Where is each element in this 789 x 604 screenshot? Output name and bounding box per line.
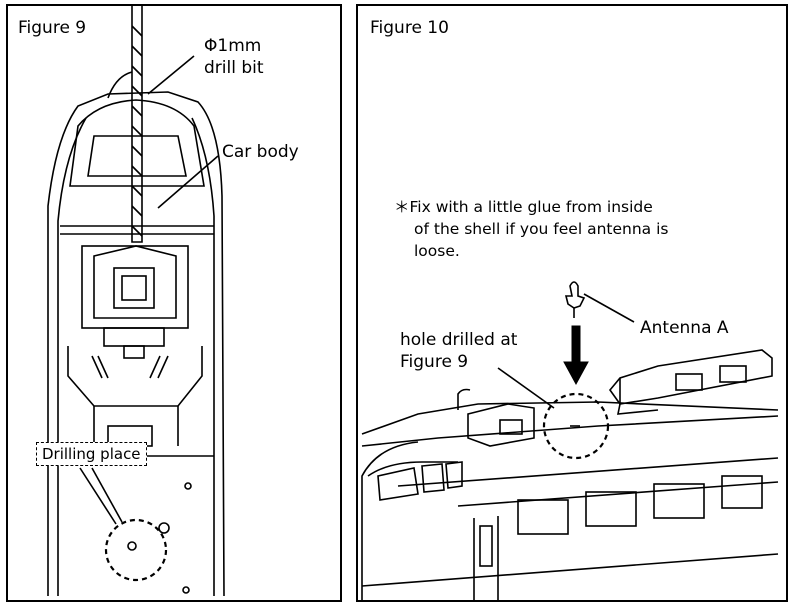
car-body-outline: [47, 91, 225, 597]
antenna-a-label: Antenna A: [640, 318, 729, 338]
antenna-a-part: [564, 281, 586, 309]
figure-9-drawing: [47, 6, 225, 597]
insert-arrow: [563, 325, 589, 386]
figure-10-drawing: [361, 281, 779, 600]
glue-note-line-1: ＊Fix with a little glue from inside: [394, 198, 653, 216]
figure-9-title: Figure 9: [18, 18, 87, 38]
hole-label-line-2: Figure 9: [400, 352, 469, 372]
drill-bit: [131, 6, 143, 243]
car-shell-outline: [361, 401, 779, 435]
glue-note-line-3: loose.: [414, 242, 460, 260]
glue-note-line-2: of the shell if you feel antenna is: [414, 220, 669, 238]
car-body-label: Car body: [222, 142, 299, 162]
drilled-hole-circle: [542, 392, 610, 460]
figure-9-panel: Figure 9 Φ1mm drill bit Car body Drillin…: [6, 4, 342, 602]
drill-bit-size-label: Φ1mm: [204, 36, 262, 56]
drill-bit-label: drill bit: [204, 58, 264, 78]
hole-label-line-1: hole drilled at: [400, 330, 518, 350]
glue-note: ＊Fix with a little glue from inside of t…: [394, 196, 668, 262]
figure-10-title: Figure 10: [370, 18, 449, 38]
drilling-place-label: Drilling place: [36, 442, 147, 466]
figure-10-panel: Figure 10 ＊Fix with a little glue from i…: [356, 4, 788, 602]
drilling-place-circle: [104, 518, 168, 582]
